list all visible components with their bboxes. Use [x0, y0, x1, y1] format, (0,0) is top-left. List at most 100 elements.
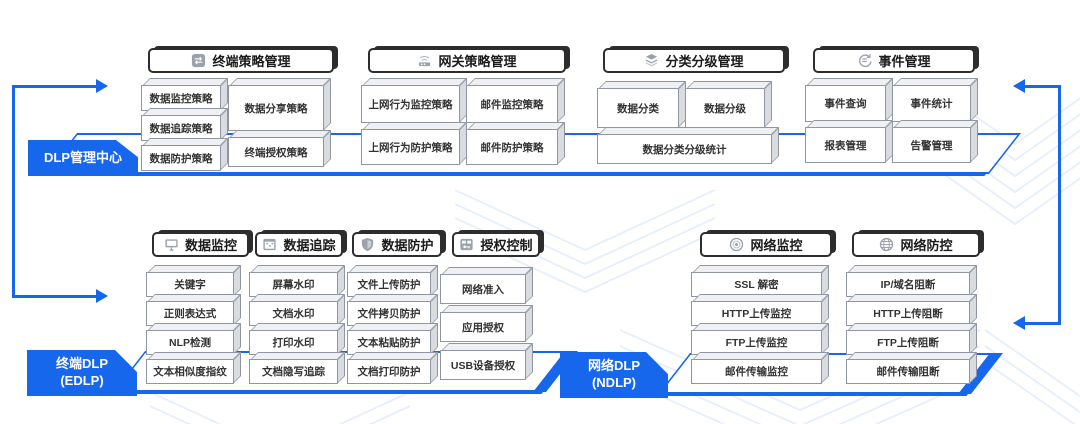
node-label: 数据防护策略 [149, 152, 213, 165]
node-label: HTTP上传监控 [721, 308, 792, 320]
permission-icon [459, 237, 474, 252]
node-box: 文件拷贝防护 [347, 301, 431, 326]
group-title: 数据防护 [381, 238, 434, 253]
node-label: 文件上传防护 [357, 279, 421, 291]
node-label: 屏幕水印 [272, 279, 315, 291]
node-label: HTTP上传阻断 [873, 308, 943, 320]
group-title: 网络监控 [750, 238, 803, 253]
node-label: 文档隐写追踪 [262, 366, 325, 378]
node-box: 文本粘贴防护 [347, 330, 431, 355]
node-box: 关键字 [146, 272, 234, 297]
node-label: 告警管理 [910, 139, 953, 152]
node-label: 正则表达式 [163, 308, 217, 320]
group-header-data-protection: 数据防护 [352, 232, 442, 257]
group-title: 分类分级管理 [665, 54, 744, 69]
node-label: SSL 解密 [734, 279, 779, 291]
label-text: 终端DLP [55, 356, 108, 372]
node-box: 数据分类 [597, 88, 679, 128]
node-box: 应用授权 [440, 312, 526, 342]
right-connector-vertical-line [1058, 85, 1061, 325]
node-box: 数据分享策略 [228, 85, 324, 131]
globe-icon [879, 237, 894, 252]
node-box: 文档打印防护 [347, 359, 431, 384]
left-connector-top-line [12, 85, 98, 88]
group-title: 授权控制 [480, 238, 533, 253]
left-connector-vertical-line [12, 85, 15, 298]
node-box: 事件查询 [805, 85, 886, 122]
group-header-gateway-policy: 网关策略管理 [368, 48, 566, 73]
node-box: 告警管理 [892, 127, 971, 163]
node-box: 事件统计 [892, 85, 971, 122]
left-connector-bottom-line [12, 295, 98, 298]
node-label: 数据分享策略 [244, 102, 308, 115]
node-box: 上网行为防护策略 [361, 129, 460, 165]
router-icon [417, 53, 432, 68]
grid-trace-icon [262, 237, 277, 252]
group-header-data-tracing: 数据追踪 [255, 232, 343, 257]
radar-icon [729, 237, 744, 252]
node-label: 文本相似度指纹 [153, 366, 227, 378]
label-text: DLP管理中心 [43, 149, 122, 165]
node-box: NLP检测 [146, 330, 234, 355]
node-box: HTTP上传阻断 [846, 301, 970, 326]
node-label: FTP上传监控 [725, 337, 788, 349]
node-box: 邮件监控策略 [466, 85, 558, 123]
node-box: 数据分类分级统计 [597, 134, 772, 164]
node-label: 文档打印防护 [357, 366, 421, 378]
node-box: 上网行为监控策略 [361, 85, 460, 123]
node-box: 数据防护策略 [141, 145, 221, 171]
sync-icon [191, 53, 206, 68]
shield-icon [360, 237, 375, 252]
node-box: USB设备授权 [440, 350, 526, 380]
group-header-authorization-control: 授权控制 [452, 232, 540, 257]
group-header-network-prevention: 网络防控 [852, 232, 980, 257]
layers-icon [644, 53, 659, 68]
node-box: 邮件传输监控 [691, 359, 822, 384]
node-label: 事件统计 [910, 98, 953, 110]
node-label: NLP检测 [169, 337, 211, 349]
group-title: 网关策略管理 [438, 54, 517, 69]
group-title: 终端策略管理 [212, 54, 291, 69]
arrow-left-icon [1013, 79, 1025, 93]
node-label: 数据分类分级统计 [642, 143, 727, 156]
node-label: 终端授权策略 [244, 146, 308, 159]
group-header-classification: 分类分级管理 [603, 48, 785, 73]
arrow-right-icon [96, 289, 108, 303]
group-title: 数据监控 [184, 238, 237, 253]
node-label: 报表管理 [824, 139, 867, 152]
right-connector-bottom-line [1025, 322, 1061, 325]
label-text: 网络DLP [587, 358, 640, 374]
group-title: 数据追踪 [283, 238, 336, 253]
node-label: USB设备授权 [450, 359, 516, 372]
group-header-data-monitoring: 数据监控 [152, 232, 249, 257]
node-label: 文档水印 [272, 308, 315, 320]
node-label: 文本粘贴防护 [357, 337, 421, 349]
group-header-terminal-policy: 终端策略管理 [148, 48, 334, 73]
arrow-left-icon [1013, 316, 1025, 330]
node-label: 打印水印 [272, 337, 315, 349]
node-label: 数据分类 [617, 102, 659, 115]
label-text: (NDLP) [591, 375, 637, 390]
node-label: FTP上传阻断 [877, 337, 939, 349]
arrow-right-icon [96, 79, 108, 93]
node-label: 上网行为防护策略 [368, 141, 453, 154]
node-label: IP/域名阻断 [880, 279, 936, 291]
node-box: 报表管理 [805, 127, 886, 163]
node-label: 数据分级 [704, 102, 746, 115]
node-label: 关键字 [174, 279, 206, 291]
label-network-dlp: 网络DLP (NDLP) [560, 352, 668, 398]
right-connector-top-line [1025, 85, 1061, 88]
node-label: 应用授权 [462, 321, 504, 334]
node-label: 邮件传输阻断 [876, 366, 940, 378]
group-header-event-management: 事件管理 [813, 48, 975, 73]
node-label: 网络准入 [462, 283, 504, 296]
label-text: (EDLP) [60, 373, 104, 388]
node-label: 上网行为监控策略 [368, 98, 453, 111]
node-label: 事件查询 [824, 98, 867, 110]
node-box: SSL 解密 [691, 272, 822, 297]
node-label: 邮件传输监控 [725, 366, 788, 378]
node-box: 文档水印 [249, 301, 338, 326]
node-box: 正则表达式 [146, 301, 234, 326]
group-header-network-monitoring: 网络监控 [700, 232, 832, 257]
